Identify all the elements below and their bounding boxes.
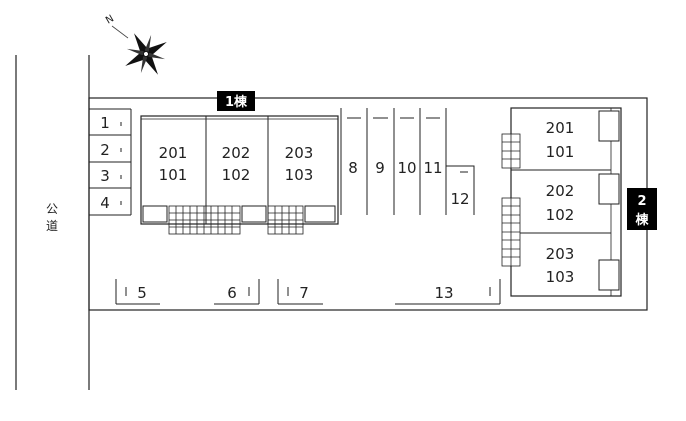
b1-unit-203: 203 <box>285 144 314 162</box>
b1-unit-202: 202 <box>222 144 251 162</box>
road-label-2: 道 <box>46 219 58 233</box>
road-label-1: 公 <box>46 202 58 216</box>
building2-label-line1: 2 <box>637 194 646 209</box>
b1-unit-101: 101 <box>159 166 188 184</box>
parking-left-group: 1 2 3 4 <box>89 108 132 216</box>
building1-badge <box>217 91 255 111</box>
parking-space-2: 2 <box>100 141 110 159</box>
building1-balcony <box>304 205 336 223</box>
b2-unit-201: 201 <box>546 119 575 137</box>
b1-unit-102: 102 <box>222 166 251 184</box>
parking-bottom-group <box>115 279 501 305</box>
building1: 201 101 202 102 203 103 <box>140 115 339 235</box>
building2-balcony <box>598 259 620 291</box>
parking-middle-group <box>340 108 447 215</box>
compass-north-label: N <box>104 13 116 26</box>
building2-stairs <box>501 133 521 267</box>
parking-12-group <box>446 165 475 215</box>
compass-needle-line <box>111 25 129 39</box>
b2-unit-103: 103 <box>546 268 575 286</box>
parking-space-3: 3 <box>100 167 110 185</box>
b1-unit-103: 103 <box>285 166 314 184</box>
building2-balcony <box>598 110 620 142</box>
parking-space-7: 7 <box>299 284 309 302</box>
parking-space-9: 9 <box>375 159 385 177</box>
b2-unit-102: 102 <box>546 206 575 224</box>
parking-12-outline <box>446 165 475 215</box>
parking-space-12: 12 <box>450 190 469 208</box>
b2-unit-101: 101 <box>546 143 575 161</box>
building1-label: 1棟 <box>225 94 248 110</box>
building1-stairs <box>168 205 304 235</box>
parking-space-13: 13 <box>434 284 453 302</box>
building2-balcony <box>598 173 620 205</box>
building1-outline <box>140 115 339 225</box>
building1-balcony <box>142 205 168 223</box>
b2-unit-203: 203 <box>546 245 575 263</box>
b1-unit-201: 201 <box>159 144 188 162</box>
building2-badge <box>627 188 657 230</box>
compass-rose-icon <box>125 33 167 75</box>
parking-space-1: 1 <box>100 114 110 132</box>
b2-unit-202: 202 <box>546 182 575 200</box>
parking-space-5: 5 <box>137 284 147 302</box>
building2: 201 101 202 102 203 103 <box>501 107 622 297</box>
building1-balcony <box>241 205 267 223</box>
parking-space-4: 4 <box>100 194 110 212</box>
parking-space-11: 11 <box>423 159 442 177</box>
parking-space-10: 10 <box>397 159 416 177</box>
parking-space-8: 8 <box>348 159 358 177</box>
building2-label-line2: 棟 <box>635 212 649 228</box>
parking-space-6: 6 <box>227 284 237 302</box>
